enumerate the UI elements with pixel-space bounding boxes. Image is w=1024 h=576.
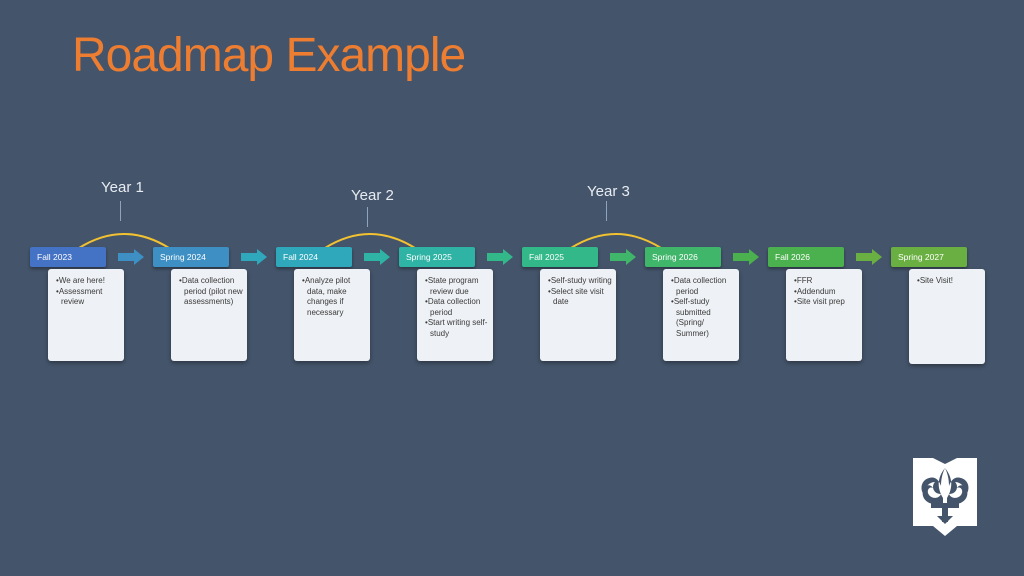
stage-item: Select site visit date (548, 287, 612, 308)
stage-header-4: Spring 2025 (399, 247, 475, 267)
stage-item-list: Data collection period (pilot new assess… (179, 276, 243, 308)
year-3-arc (570, 233, 662, 249)
stage-item: Addendum (794, 287, 858, 298)
stage-item-list: Data collection periodSelf-study submitt… (671, 276, 735, 339)
stage-header-1: Fall 2023 (30, 247, 106, 267)
stage-item: Site Visit! (917, 276, 981, 287)
stage-item-list: Analyze pilot data, make changes if nece… (302, 276, 366, 318)
stage-item: Self-study submitted (Spring/ Summer) (671, 297, 735, 339)
year-3-connector (606, 201, 607, 221)
year-3-label: Year 3 (587, 183, 630, 200)
stage-header-3: Fall 2024 (276, 247, 352, 267)
stage-item: Data collection period (425, 297, 489, 318)
stage-item: Start writing self-study (425, 318, 489, 339)
stage-item: FFR (794, 276, 858, 287)
stage-card-6: Data collection periodSelf-study submitt… (663, 269, 739, 361)
stage-header-8: Spring 2027 (891, 247, 967, 267)
stage-card-8: Site Visit! (909, 269, 985, 364)
right-arrow-icon (856, 249, 882, 265)
right-arrow-icon (733, 249, 759, 265)
right-arrow-icon (241, 249, 267, 265)
year-1-connector (120, 201, 121, 221)
right-arrow-icon (364, 249, 390, 265)
stage-item: Assessment review (56, 287, 120, 308)
stage-card-5: Self-study writingSelect site visit date (540, 269, 616, 361)
year-1-label: Year 1 (101, 179, 144, 196)
stage-item: We are here! (56, 276, 120, 287)
stage-item: Analyze pilot data, make changes if nece… (302, 276, 366, 318)
stage-header-7: Fall 2026 (768, 247, 844, 267)
stage-header-2: Spring 2024 (153, 247, 229, 267)
year-2-arc (324, 233, 416, 249)
stage-item-list: Site Visit! (917, 276, 981, 287)
stage-card-4: State program review dueData collection … (417, 269, 493, 361)
stage-card-1: We are here!Assessment review (48, 269, 124, 361)
stage-item-list: State program review dueData collection … (425, 276, 489, 339)
year-2-connector (367, 207, 368, 227)
stage-item: Data collection period (pilot new assess… (179, 276, 243, 308)
stage-item: State program review due (425, 276, 489, 297)
stage-item-list: FFRAddendumSite visit prep (794, 276, 858, 308)
right-arrow-icon (487, 249, 513, 265)
stage-card-7: FFRAddendumSite visit prep (786, 269, 862, 361)
stage-item: Self-study writing (548, 276, 612, 287)
stage-item: Data collection period (671, 276, 735, 297)
year-1-arc (78, 233, 170, 249)
right-arrow-icon (610, 249, 636, 265)
stage-item-list: We are here!Assessment review (56, 276, 120, 308)
stage-header-6: Spring 2026 (645, 247, 721, 267)
stage-card-3: Analyze pilot data, make changes if nece… (294, 269, 370, 361)
stage-item-list: Self-study writingSelect site visit date (548, 276, 612, 308)
stage-item: Site visit prep (794, 297, 858, 308)
fleur-de-lis-icon (913, 458, 977, 536)
right-arrow-icon (118, 249, 144, 265)
stage-card-2: Data collection period (pilot new assess… (171, 269, 247, 361)
stage-header-5: Fall 2025 (522, 247, 598, 267)
year-2-label: Year 2 (351, 187, 394, 204)
page-title: Roadmap Example (72, 29, 466, 82)
